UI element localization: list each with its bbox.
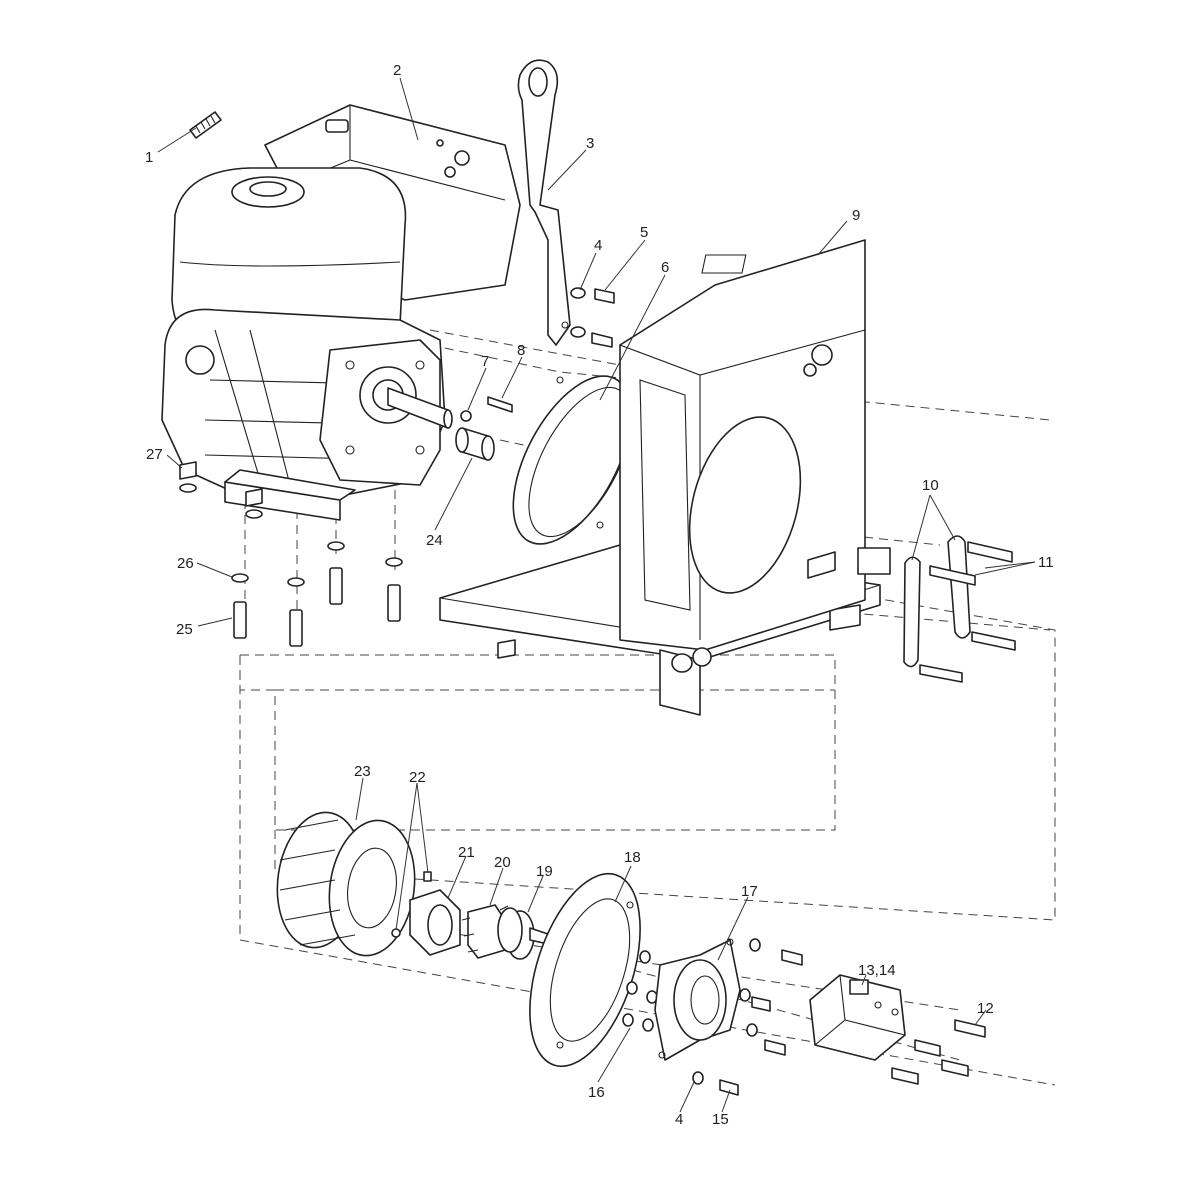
callout-10: 10 [922, 477, 939, 494]
callout-15: 15 [712, 1111, 729, 1128]
lifting-bracket-part [517, 59, 571, 346]
callout-20: 20 [494, 854, 511, 871]
motor-pump-part [809, 974, 906, 1061]
callout-3: 3 [586, 135, 594, 152]
fan-impeller-part [276, 811, 416, 957]
callout-24: 24 [426, 532, 443, 549]
mounting-flange-part [654, 938, 741, 1061]
callout-18: 18 [624, 849, 641, 866]
tension-links-part [903, 535, 1016, 683]
callout-27: 27 [146, 446, 163, 463]
callout-21: 21 [458, 844, 475, 861]
callout-26: 26 [177, 555, 194, 572]
callout-25: 25 [176, 621, 193, 638]
flange-fasteners [692, 938, 803, 1096]
callout-2: 2 [393, 62, 401, 79]
coupling-stack-part [391, 871, 549, 960]
callout-labels: 1 2 3 4 5 6 7 8 9 10 11 12 13,14 15 16 1… [145, 62, 1054, 1128]
callout-11: 11 [1038, 554, 1054, 571]
shroud-ring-part [512, 375, 632, 545]
callout-17: 17 [741, 883, 758, 900]
callout-9: 9 [852, 207, 860, 224]
callout-6: 6 [661, 259, 669, 276]
callout-13-14: 13,14 [858, 962, 896, 979]
engine-part [161, 104, 521, 521]
engine-mount-fasteners [179, 461, 403, 647]
callout-12: 12 [977, 1000, 994, 1017]
bracket-fasteners [570, 287, 615, 348]
nut-washer-set-part [622, 950, 658, 1032]
callout-7: 7 [481, 353, 489, 370]
main-frame-part [439, 239, 891, 716]
callout-22: 22 [409, 769, 426, 786]
callout-8: 8 [517, 342, 525, 359]
callout-4: 4 [594, 237, 602, 254]
callout-23: 23 [354, 763, 371, 780]
gasket-part [529, 872, 641, 1068]
callout-19: 19 [536, 863, 553, 880]
leader-lines [157, 77, 1036, 1113]
callout-1: 1 [145, 149, 153, 166]
callout-4-lower: 4 [675, 1111, 683, 1128]
key-ball-part [460, 410, 472, 422]
motor-bolts-part [891, 1019, 986, 1085]
spacer-bush-part [455, 427, 495, 461]
callout-16: 16 [588, 1084, 605, 1101]
callout-5: 5 [640, 224, 648, 241]
set-screw-part [189, 111, 222, 139]
parallel-key-part [487, 396, 513, 413]
